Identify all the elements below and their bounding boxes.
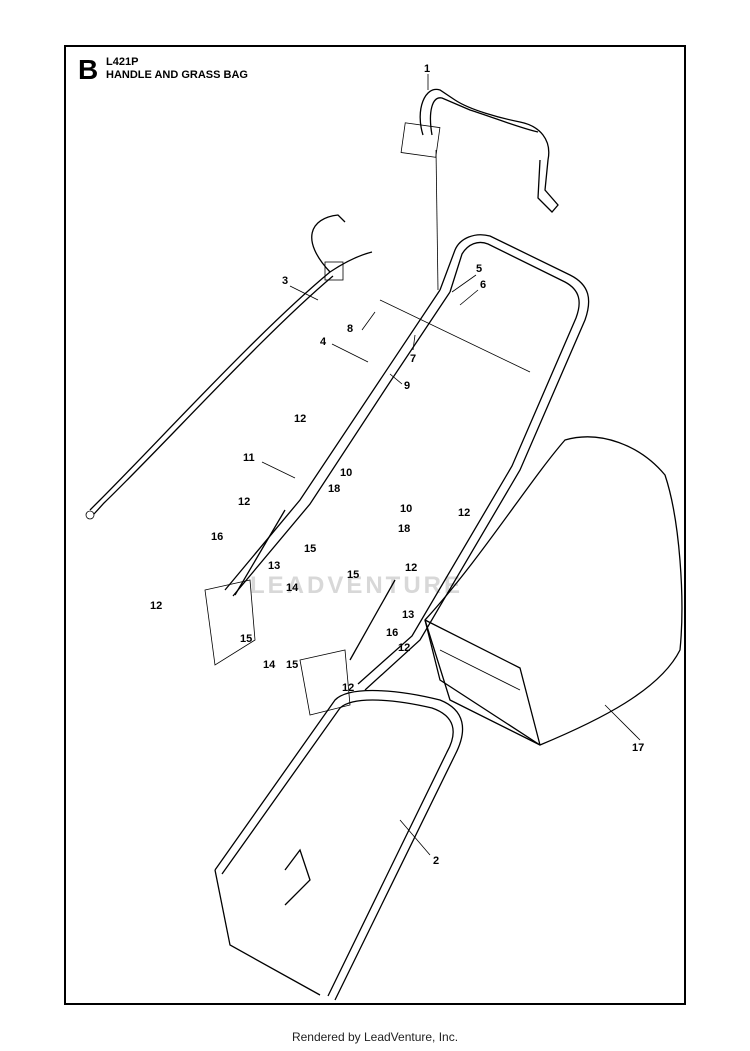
callout-16a: 16 — [211, 531, 223, 543]
diagram-frame — [64, 45, 686, 1005]
callout-12a: 12 — [294, 413, 306, 425]
callout-18b: 18 — [398, 523, 410, 535]
bag-frame[interactable] — [214, 689, 464, 1001]
callout-7: 7 — [410, 353, 416, 365]
control-cable[interactable] — [85, 214, 373, 520]
callout-8: 8 — [347, 323, 353, 335]
callout-10a: 10 — [340, 467, 352, 479]
callout-2: 2 — [433, 855, 439, 867]
callout-12g: 12 — [342, 682, 354, 694]
lower-handle-frame[interactable] — [224, 234, 590, 691]
callout-14a: 14 — [286, 582, 299, 594]
callout-12e: 12 — [405, 562, 417, 574]
callout-15a: 15 — [304, 543, 316, 555]
callout-6: 6 — [480, 279, 486, 291]
watermark: LEADVENTURE — [250, 572, 464, 599]
callout-5: 5 — [476, 263, 482, 275]
footer-credit: Rendered by LeadVenture, Inc. — [291, 1030, 459, 1044]
callout-15d: 15 — [286, 659, 298, 671]
callout-1: 1 — [424, 63, 430, 75]
callout-15b: 15 — [347, 569, 359, 581]
callout-leaders — [261, 74, 641, 856]
callout-15c: 15 — [240, 633, 252, 645]
callout-13b: 13 — [402, 609, 414, 621]
callout-14b: 14 — [263, 659, 276, 671]
callout-16b: 16 — [386, 627, 398, 639]
callout-3: 3 — [282, 275, 288, 287]
callout-17: 17 — [632, 742, 644, 754]
model-number: L421P — [106, 56, 139, 68]
callout-12f: 12 — [398, 642, 410, 654]
callout-13a: 13 — [268, 560, 280, 572]
diagram-title: HANDLE AND GRASS BAG — [106, 69, 248, 81]
callout-18a: 18 — [328, 483, 340, 495]
callout-labels: 1 2 3 4 5 6 7 8 9 10 10 11 12 12 12 12 1… — [150, 63, 644, 867]
grass-bag[interactable] — [424, 436, 683, 746]
section-letter: B — [78, 54, 99, 85]
handle-brackets[interactable] — [204, 509, 396, 716]
callout-4: 4 — [320, 336, 327, 348]
callout-10b: 10 — [400, 503, 412, 515]
callout-9: 9 — [404, 380, 410, 392]
upper-handle[interactable] — [400, 88, 559, 291]
callout-11: 11 — [243, 452, 255, 464]
callout-12d: 12 — [150, 600, 162, 612]
callout-12b: 12 — [238, 496, 250, 508]
callout-12c: 12 — [458, 507, 470, 519]
